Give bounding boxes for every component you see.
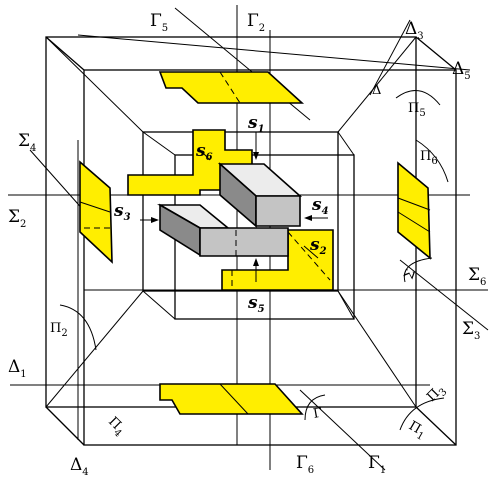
label-s6: s6: [195, 141, 213, 163]
inner-edge-1: [142, 131, 176, 156]
label-delta-inner: Δ: [372, 83, 381, 98]
projection-left: [79, 160, 113, 264]
label-delta1: Δ1: [8, 357, 27, 380]
diag-1: [45, 36, 144, 133]
projection-top: [158, 71, 305, 104]
arc-pi6: [415, 139, 449, 183]
arc-pi2: [59, 304, 97, 351]
diag-2: [337, 36, 417, 133]
arc-pi3: [399, 397, 445, 431]
label-sigma2: Σ2: [8, 207, 26, 230]
edge-bottom-right: [415, 406, 457, 446]
object-front-upper: [255, 195, 301, 227]
right-projection-shape: [397, 161, 431, 260]
diag-3: [45, 290, 144, 408]
label-gamma1: Γ1: [368, 453, 386, 476]
label-sigma4: Σ4: [18, 131, 36, 154]
label-s2: s2: [309, 235, 327, 257]
inner-edge-3: [142, 290, 176, 320]
top-projection-shape: [158, 71, 305, 104]
label-s1: s1: [247, 113, 265, 135]
projection-bottom: [159, 383, 304, 415]
label-s5: s5: [247, 293, 265, 315]
right-projection-edge-a: [397, 197, 431, 211]
sigma-diagonal-right: [399, 259, 489, 331]
arrow-s3-head: [151, 217, 159, 223]
corner-labels: Δ Π5 Π6 Π2 Π4 Π3 Π1 Γ Σ: [50, 83, 449, 443]
plane-labels: Γ5 Γ2 Δ3 Δ5 Σ4 Σ2 Σ6 Σ3 Δ1 Δ4 Γ6 Γ1: [8, 11, 486, 478]
label-delta5: Δ5: [452, 59, 471, 82]
left-projection-shape: [79, 160, 113, 264]
label-pi1: Π1: [405, 418, 429, 442]
label-pi2: Π2: [50, 321, 68, 339]
bottom-projection-edge: [219, 383, 249, 415]
projection-right: [397, 161, 431, 260]
front-projection-shape: [221, 229, 334, 291]
label-gamma2: Γ2: [247, 11, 265, 34]
label-pi6: Π6: [420, 149, 438, 167]
right-projection-edge-b: [397, 211, 431, 233]
arrow-s1-head: [253, 152, 259, 160]
inner-edge-2: [337, 131, 355, 156]
gamma-diagonal-bottom: [299, 389, 386, 471]
s2-guide-line: [287, 231, 331, 281]
arrow-s2: [303, 245, 319, 259]
label-pi5: Π5: [408, 101, 426, 119]
label-pi4: Π4: [103, 414, 128, 439]
edge-top-right: [415, 36, 457, 71]
label-delta3: Δ3: [405, 19, 424, 42]
arrow-s6: [197, 147, 211, 161]
view-arrows: [140, 132, 328, 282]
label-s4: s4: [311, 195, 329, 217]
edge-top-left: [45, 36, 85, 71]
label-gamma6: Γ6: [296, 453, 314, 476]
view-labels: s1 s6 s3 s4 s2 s5: [113, 113, 329, 315]
label-delta4: Δ4: [70, 455, 89, 478]
label-sigma3: Σ3: [462, 319, 480, 342]
label-gamma5: Γ5: [150, 11, 168, 34]
delta-line-top: [77, 34, 471, 71]
object-front-lower: [199, 227, 289, 257]
arc-pi5: [395, 90, 441, 106]
projection-front: [221, 229, 334, 291]
central-object: [157, 162, 331, 281]
inner-front-face: [142, 131, 339, 292]
bottom-projection-shape: [159, 383, 304, 415]
label-gamma-inner: Γ: [312, 406, 323, 422]
diag-4: [337, 290, 417, 408]
arrow-s4-head: [304, 215, 312, 221]
arc-sigma: [403, 257, 433, 283]
left-projection-edge-a: [79, 201, 111, 213]
label-sigma6: Σ6: [468, 265, 486, 288]
arc-gamma: [304, 394, 326, 421]
label-s3: s3: [113, 201, 131, 223]
corner-arcs: [59, 90, 449, 431]
delta-diagonal-top: [369, 19, 411, 96]
top-projection-hidden-line: [219, 71, 241, 104]
arrow-s5-head: [253, 258, 259, 266]
